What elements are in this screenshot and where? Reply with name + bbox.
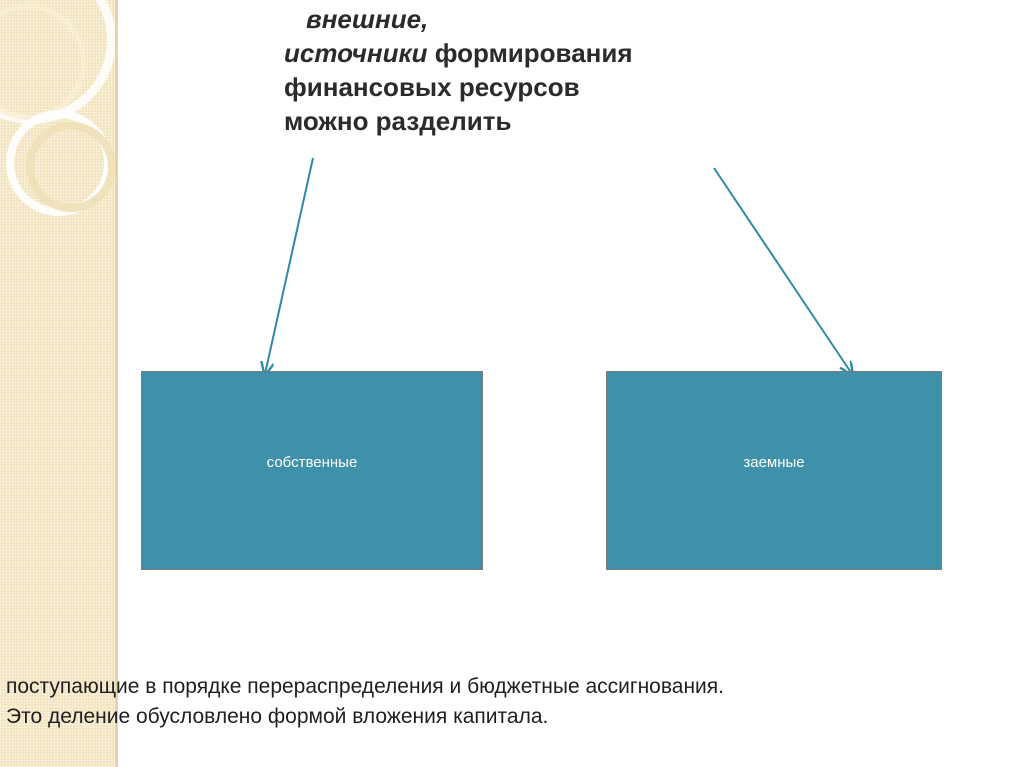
band-edge-divider	[115, 0, 118, 767]
box-borrowed-sources-label: заемные	[743, 454, 805, 471]
arrow-to-own-sources	[265, 157, 314, 374]
bottom-line-2: Это деление обусловлено формой вложения …	[6, 705, 549, 728]
bottom-line-1: поступающие в порядке перераспределения …	[6, 675, 724, 698]
title-line-2-rest: формирования	[427, 38, 633, 68]
decorative-ring-small-icon	[26, 122, 116, 212]
title-line-4: можно разделить	[284, 106, 512, 136]
decorative-left-band	[0, 0, 118, 767]
title-line-2: источники формирования	[284, 36, 824, 70]
box-own-sources-label: собственные	[266, 454, 358, 471]
bottom-paragraph: поступающие в порядке перераспределения …	[6, 672, 1016, 732]
title-line-3: финансовых ресурсов	[284, 72, 580, 102]
box-borrowed-sources[interactable]: заемные	[606, 371, 942, 570]
title-line-1: внешние,	[306, 4, 429, 34]
title-emphasis: источники	[284, 38, 428, 68]
box-own-sources[interactable]: собственные	[141, 371, 483, 570]
slide-title: внешние, источники формирования финансов…	[284, 2, 824, 138]
arrow-to-borrowed-sources	[713, 167, 852, 374]
